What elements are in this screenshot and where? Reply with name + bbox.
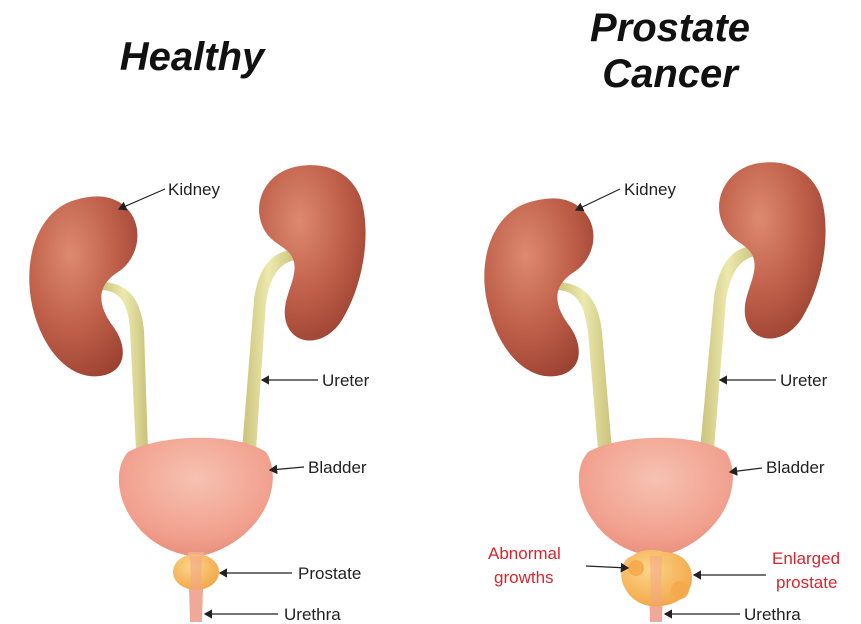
- cancer-urethra-label: Urethra: [744, 605, 801, 624]
- healthy-ureter-label: Ureter: [322, 371, 370, 390]
- healthy-urethra-label: Urethra: [284, 605, 341, 624]
- abnormal-growths-label-line2: growths: [494, 568, 554, 587]
- right-ureter: [242, 250, 296, 450]
- cancer-kidney-label: Kidney: [624, 180, 676, 199]
- healthy-panel: Kidney Ureter Bladder Prostate Urethra: [29, 165, 369, 624]
- abnormal-growth: [671, 581, 689, 599]
- abnormal-growths-label-line1: Abnormal: [488, 544, 561, 563]
- cancer-ureter-label: Ureter: [780, 371, 828, 390]
- healthy-bladder-label: Bladder: [308, 458, 367, 477]
- right-kidney: [719, 162, 826, 338]
- enlarged-prostate-label-line1: Enlarged: [772, 549, 840, 568]
- abnormal-growth: [628, 560, 644, 576]
- healthy-bladder: [119, 438, 273, 556]
- right-kidney: [259, 165, 366, 340]
- enlarged-prostate-label-line2: prostate: [776, 573, 837, 592]
- left-kidney: [29, 196, 137, 376]
- healthy-kidney-label: Kidney: [168, 180, 220, 199]
- healthy-prostate-label: Prostate: [298, 564, 361, 583]
- cancer-bladder-label: Bladder: [766, 458, 825, 477]
- right-ureter: [700, 246, 756, 450]
- prostate-cancer-panel: Kidney Ureter Bladder Abnormal growths E…: [484, 162, 840, 624]
- cancer-bladder: [579, 438, 733, 556]
